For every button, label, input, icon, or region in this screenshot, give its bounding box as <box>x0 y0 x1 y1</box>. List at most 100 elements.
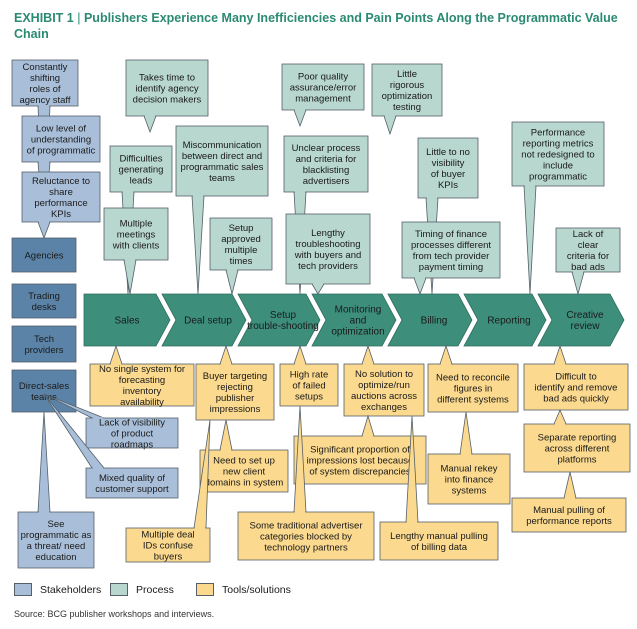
legend-tools: Tools/solutions <box>196 583 291 596</box>
legend-process: Process <box>110 583 174 596</box>
legend-label: Tools/solutions <box>222 583 291 596</box>
process-step-2: Deal setup <box>161 293 247 347</box>
exhibit-title: EXHIBIT 1 | Publishers Experience Many I… <box>14 10 626 42</box>
title-text: Publishers Experience Many Inefficiencie… <box>14 11 618 41</box>
process-step-1: Sales <box>83 293 171 347</box>
process-step-label: Deal setup <box>184 316 232 327</box>
title-separator: | <box>77 11 81 25</box>
stakeholder-1: Agencies <box>11 237 77 273</box>
legend-swatch-process <box>110 583 128 596</box>
exhibit-number: EXHIBIT 1 <box>14 11 74 25</box>
legend-swatch-stakeholders <box>14 583 32 596</box>
process-step-label: Sales <box>114 316 139 327</box>
legend-swatch-tools <box>196 583 214 596</box>
process-step-5: Billing <box>387 293 473 347</box>
process-step-6: Reporting <box>463 293 547 347</box>
process-step-label: Billing <box>421 316 448 327</box>
process-step-label: Reporting <box>487 316 530 327</box>
source-note: Source: BCG publisher workshops and inte… <box>14 609 215 619</box>
legend-label: Stakeholders <box>40 583 102 596</box>
stakeholder-label: Agencies <box>24 251 63 262</box>
legend-stakeholders: Stakeholders <box>14 583 101 596</box>
legend-label: Process <box>136 583 174 596</box>
